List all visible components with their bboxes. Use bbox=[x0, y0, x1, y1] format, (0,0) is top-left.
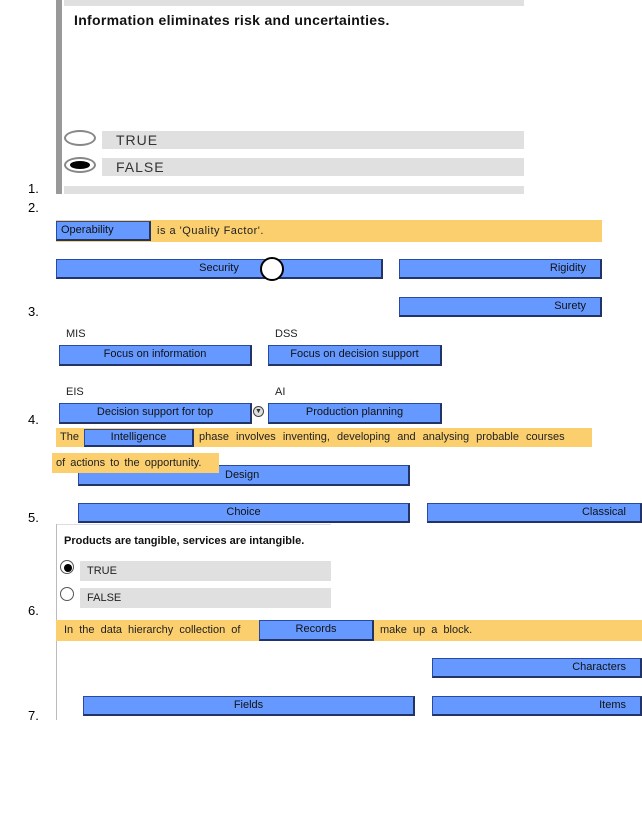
q1-radio-false-dot bbox=[70, 161, 90, 169]
q3-label-dss: DSS bbox=[275, 328, 298, 340]
q2-choice-rigidity[interactable]: Rigidity bbox=[399, 259, 602, 279]
q2-answer-box[interactable]: Operability bbox=[56, 221, 151, 241]
q6-answer-box[interactable]: Records bbox=[259, 620, 374, 641]
q6-prefix: In the data hierarchy collection of bbox=[64, 624, 241, 636]
q2-choice-surety[interactable]: Surety bbox=[399, 297, 602, 317]
q5-option-false-label: FALSE bbox=[87, 592, 122, 604]
q6-choice-fields[interactable]: Fields bbox=[83, 696, 415, 716]
q3-box-eis[interactable]: Decision support for top bbox=[59, 403, 252, 424]
chevron-down-icon[interactable]: ▼ bbox=[253, 406, 264, 417]
question-number-7: 7. bbox=[28, 708, 39, 723]
q3-label-ai: AI bbox=[275, 386, 286, 398]
q6-choice-items[interactable]: Items bbox=[432, 696, 642, 716]
question-number-5: 5. bbox=[28, 510, 39, 525]
q4-line2-text: of actions to the opportunity. bbox=[56, 457, 202, 469]
q2-sentence-bar bbox=[56, 220, 602, 242]
q4-choice-choice[interactable]: Choice bbox=[78, 503, 410, 523]
q3-box-dss[interactable]: Focus on decision support bbox=[268, 345, 442, 366]
q2-sentence-text: is a 'Quality Factor'. bbox=[157, 225, 264, 237]
q4-middle-text: phase involves inventing, developing and… bbox=[199, 431, 565, 443]
q4-choice-classical[interactable]: Classical bbox=[427, 503, 642, 523]
q4-prefix: The bbox=[60, 431, 79, 443]
q1-top-strip bbox=[64, 0, 524, 6]
q4-answer-box[interactable]: Intelligence bbox=[84, 429, 194, 447]
q3-label-mis: MIS bbox=[66, 328, 86, 340]
q1-statement: Information eliminates risk and uncertai… bbox=[74, 12, 390, 28]
q4-sentence-bar-2 bbox=[52, 453, 219, 473]
q5-option-false-bg bbox=[80, 588, 331, 608]
cursor-circle bbox=[260, 257, 284, 281]
q5-top-line bbox=[57, 524, 331, 525]
q1-option-true-bg bbox=[102, 131, 524, 149]
q1-option-true-label: TRUE bbox=[116, 132, 159, 148]
q3-box-ai[interactable]: Production planning bbox=[268, 403, 442, 424]
q5-radio-true[interactable] bbox=[60, 560, 74, 574]
question-number-6: 6. bbox=[28, 603, 39, 618]
q1-panel-border bbox=[56, 0, 62, 194]
q3-box-mis[interactable]: Focus on information bbox=[59, 345, 252, 366]
q5-statement: Products are tangible, services are inta… bbox=[64, 535, 305, 547]
q1-option-false-label: FALSE bbox=[116, 159, 165, 175]
q1-radio-true[interactable] bbox=[64, 130, 96, 146]
q5-radio-false[interactable] bbox=[60, 587, 74, 601]
q6-suffix: make up a block. bbox=[380, 624, 473, 636]
q1-radio-false[interactable] bbox=[64, 157, 96, 173]
question-number-1: 1. bbox=[28, 181, 39, 196]
q5-option-true-label: TRUE bbox=[87, 565, 117, 577]
q5-option-true-bg bbox=[80, 561, 331, 581]
question-number-4: 4. bbox=[28, 412, 39, 427]
q3-label-eis: EIS bbox=[66, 386, 84, 398]
q1-option-false-bg bbox=[102, 158, 524, 176]
q1-bottom-strip bbox=[64, 186, 524, 194]
q6-choice-characters[interactable]: Characters bbox=[432, 658, 642, 678]
q2-choice-security[interactable]: Security bbox=[56, 259, 383, 279]
question-number-2: 2. bbox=[28, 200, 39, 215]
q4-choice-design-label: Design bbox=[225, 469, 260, 481]
question-number-3: 3. bbox=[28, 304, 39, 319]
